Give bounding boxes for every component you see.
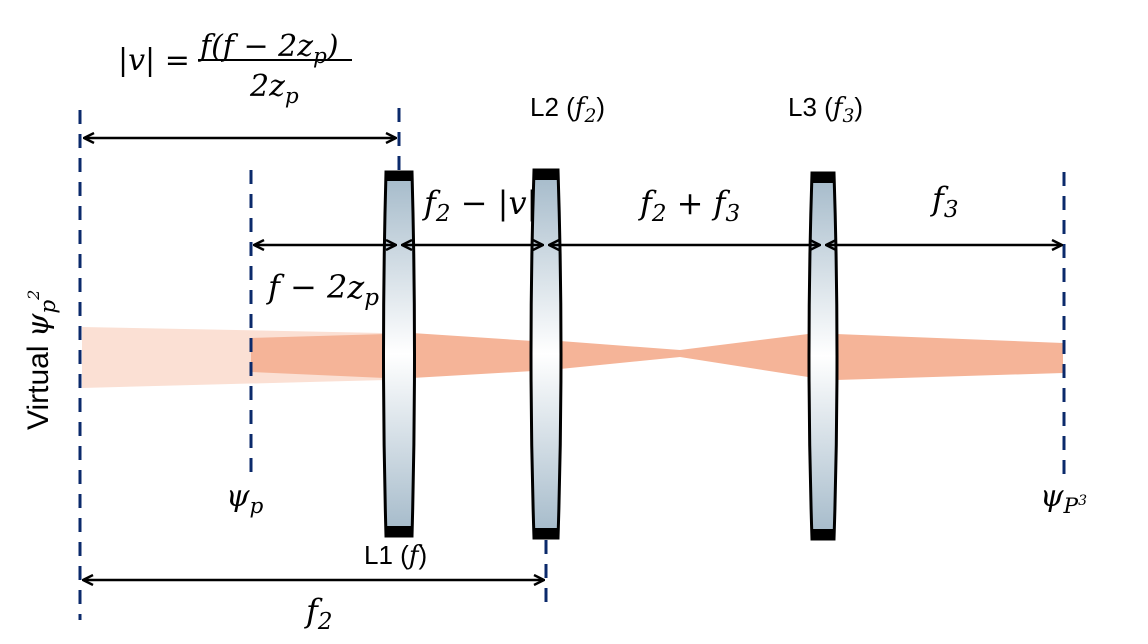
label-f-minus-2zp: f − 2zp <box>266 268 379 311</box>
lens-L2-label: L2 (f2) <box>530 92 605 127</box>
beam-segment-L2-to-focus <box>560 341 680 369</box>
svg-text:2zp: 2zp <box>249 69 299 109</box>
lens-L2 <box>529 168 563 540</box>
beam-segment-L3-to-image <box>836 334 1063 380</box>
label-f2-plus-f3: f2 + f3 <box>638 184 740 227</box>
lens-L1-label: L1 (f) <box>364 540 427 571</box>
beam-segment-L1-to-L2 <box>412 333 533 378</box>
svg-text:f(f − 2zp): f(f − 2zp) <box>198 29 339 69</box>
svg-text:|v| =: |v| = <box>118 43 190 78</box>
lens-L3 <box>807 171 839 541</box>
formula-v: |v| = f(f − 2zp) 2zp <box>118 29 352 109</box>
label-f2-bottom: f2 <box>304 592 333 635</box>
beam-segment-object-to-L1 <box>251 334 385 378</box>
lens-L1 <box>382 170 416 538</box>
label-virtual-plane: Virtual ψp2 <box>21 290 61 430</box>
label-f3: f3 <box>930 180 959 223</box>
lens-L3-label: L3 (f3) <box>788 92 863 127</box>
label-object-plane: ψp <box>226 479 264 519</box>
beam-segment-focus-to-L3 <box>680 334 808 377</box>
label-f2-minus-v: f2 − |v| <box>422 184 537 227</box>
label-image-plane: ψP3 <box>1040 479 1087 519</box>
